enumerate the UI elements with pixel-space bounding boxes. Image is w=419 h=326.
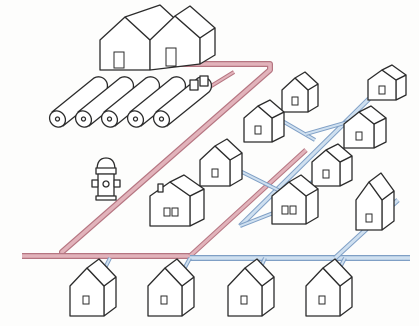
window-icon bbox=[292, 97, 298, 105]
house bbox=[244, 100, 284, 142]
window-icon bbox=[323, 170, 329, 178]
valve-icon bbox=[190, 80, 198, 90]
window-icon bbox=[379, 86, 385, 94]
house bbox=[150, 175, 204, 226]
valve-icon bbox=[200, 76, 208, 86]
window-icon bbox=[172, 208, 178, 216]
window-icon bbox=[255, 126, 261, 134]
house bbox=[70, 259, 116, 316]
house bbox=[228, 259, 274, 316]
chimney-icon bbox=[158, 184, 163, 192]
fire-hydrant bbox=[92, 158, 120, 200]
window-icon bbox=[161, 296, 167, 304]
house bbox=[306, 259, 352, 316]
window-icon bbox=[366, 214, 372, 222]
window-icon bbox=[356, 132, 362, 140]
window-icon bbox=[212, 169, 218, 177]
pump-station bbox=[100, 5, 215, 70]
house bbox=[368, 65, 406, 100]
house bbox=[200, 139, 242, 186]
house bbox=[356, 173, 394, 230]
house bbox=[344, 106, 386, 148]
window-icon bbox=[290, 206, 296, 214]
house bbox=[282, 72, 318, 112]
window-icon bbox=[241, 296, 247, 304]
window-icon bbox=[319, 296, 325, 304]
window-icon bbox=[282, 206, 288, 214]
window-icon bbox=[164, 208, 170, 216]
storage-tanks bbox=[46, 76, 211, 130]
window-icon bbox=[83, 296, 89, 304]
